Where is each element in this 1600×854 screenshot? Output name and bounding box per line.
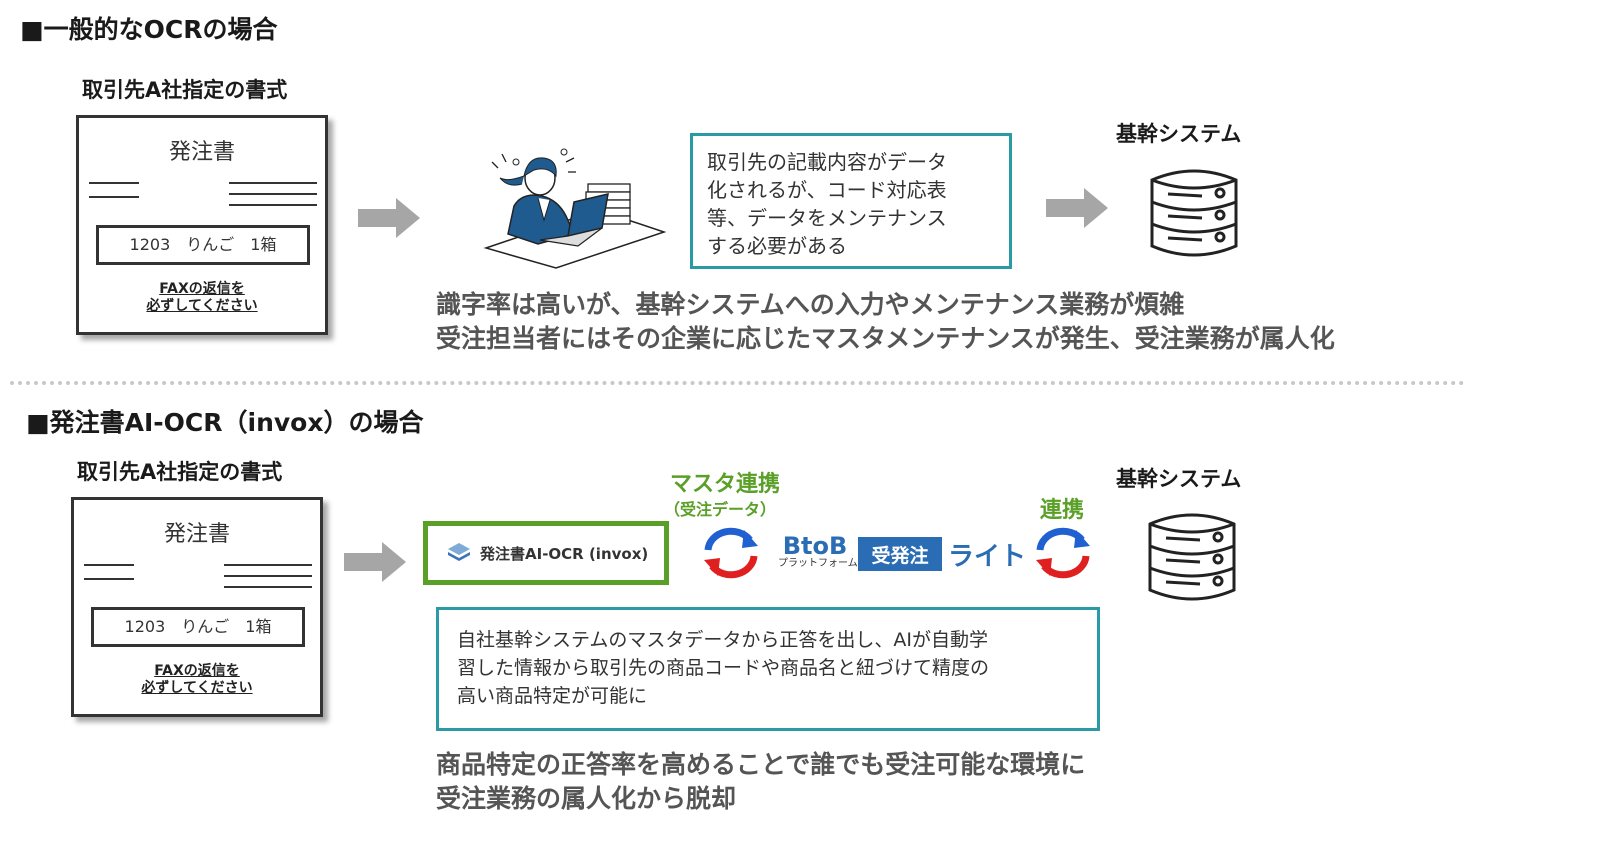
form-line (229, 204, 317, 206)
section2-note-box: 自社基幹システムのマスタデータから正答を出し、AIが自動学 習した情報から取引先… (436, 607, 1100, 731)
form-line (89, 196, 139, 198)
section1-system-label: 基幹システム (1116, 122, 1242, 146)
form-line (84, 578, 134, 580)
right-arrow-icon (358, 198, 420, 238)
form-line (89, 182, 139, 184)
form-line (229, 193, 317, 195)
fax-notice-line1: FAXの返信を (154, 663, 240, 679)
section1-title: ■一般的なOCRの場合 (20, 15, 278, 44)
invox-box: 発注書AI-OCR (invox) (423, 521, 669, 585)
section1-note-box: 取引先の記載内容がデータ 化されるが、コード対応表 等、データをメンテナンス す… (690, 133, 1012, 269)
form-line (84, 564, 134, 566)
order-form-title: 発注書 (163, 522, 230, 547)
sync-arrows-icon (1036, 527, 1090, 579)
btob-badge: 受発注 (858, 537, 942, 571)
sync-arrows-icon (704, 527, 758, 579)
form-line (224, 575, 312, 577)
section1-doc-label: 取引先A社指定の書式 (82, 78, 288, 102)
form-line (224, 564, 312, 566)
note-line: 自社基幹システムのマスタデータから正答を出し、AIが自動学 (457, 629, 989, 651)
worker-at-laptop-icon (483, 148, 667, 269)
master-link-sub-label: （受注データ） (664, 500, 777, 519)
note-line: 高い商品特定が可能に (457, 685, 648, 707)
link-label: 連携 (1040, 498, 1085, 523)
section1-order-form: 発注書 1203 りんご 1箱 FAXの返信を 必ずしてください (76, 115, 328, 335)
order-form-title: 発注書 (168, 140, 235, 165)
note-line: 習した情報から取引先の商品コードや商品名と紐づけて精度の (457, 657, 990, 679)
section2-summary-line2: 受注業務の属人化から脱却 (436, 784, 737, 813)
right-arrow-icon (344, 542, 406, 582)
database-server-icon (1150, 169, 1238, 257)
section2-summary-line1: 商品特定の正答率を高めることで誰でも受注可能な環境に (436, 750, 1086, 779)
section2-title: ■発注書AI-OCR（invox）の場合 (26, 408, 424, 437)
form-line (229, 182, 317, 184)
btob-suffix: ライト (948, 542, 1027, 572)
section-divider (10, 381, 1465, 385)
order-line-box: 1203 りんご 1箱 (91, 607, 305, 647)
fax-notice-line1: FAXの返信を (159, 281, 245, 297)
btob-logo-main: BtoB (782, 532, 848, 560)
form-line (224, 586, 312, 588)
fax-notice-line2: 必ずしてください (146, 298, 258, 314)
fax-notice-line2: 必ずしてください (141, 680, 253, 696)
order-line-box: 1203 りんご 1箱 (96, 225, 310, 265)
note-line: 取引先の記載内容がデータ (707, 150, 947, 174)
section1-summary-line2: 受注担当者にはその企業に応じたマスタメンテナンスが発生、受注業務が属人化 (436, 324, 1335, 353)
right-arrow-icon (1046, 188, 1108, 228)
invox-logo-icon (448, 543, 470, 561)
section1-summary-line1: 識字率は高いが、基幹システムへの入力やメンテナンス業務が煩雑 (436, 290, 1185, 319)
note-line: する必要がある (707, 234, 847, 258)
section2-doc-label: 取引先A社指定の書式 (77, 460, 283, 484)
note-line: 化されるが、コード対応表 (707, 178, 947, 202)
master-link-label: マスタ連携 (670, 472, 781, 497)
invox-label: 発注書AI-OCR (invox) (480, 544, 649, 563)
btob-logo-sub: プラットフォーム (778, 558, 858, 569)
btob-logo: BtoB プラットフォーム (778, 532, 858, 570)
database-server-icon (1148, 513, 1236, 601)
section2-system-label: 基幹システム (1116, 467, 1242, 491)
note-line: 等、データをメンテナンス (707, 206, 947, 230)
section2-order-form: 発注書 1203 りんご 1箱 FAXの返信を 必ずしてください (71, 497, 323, 717)
